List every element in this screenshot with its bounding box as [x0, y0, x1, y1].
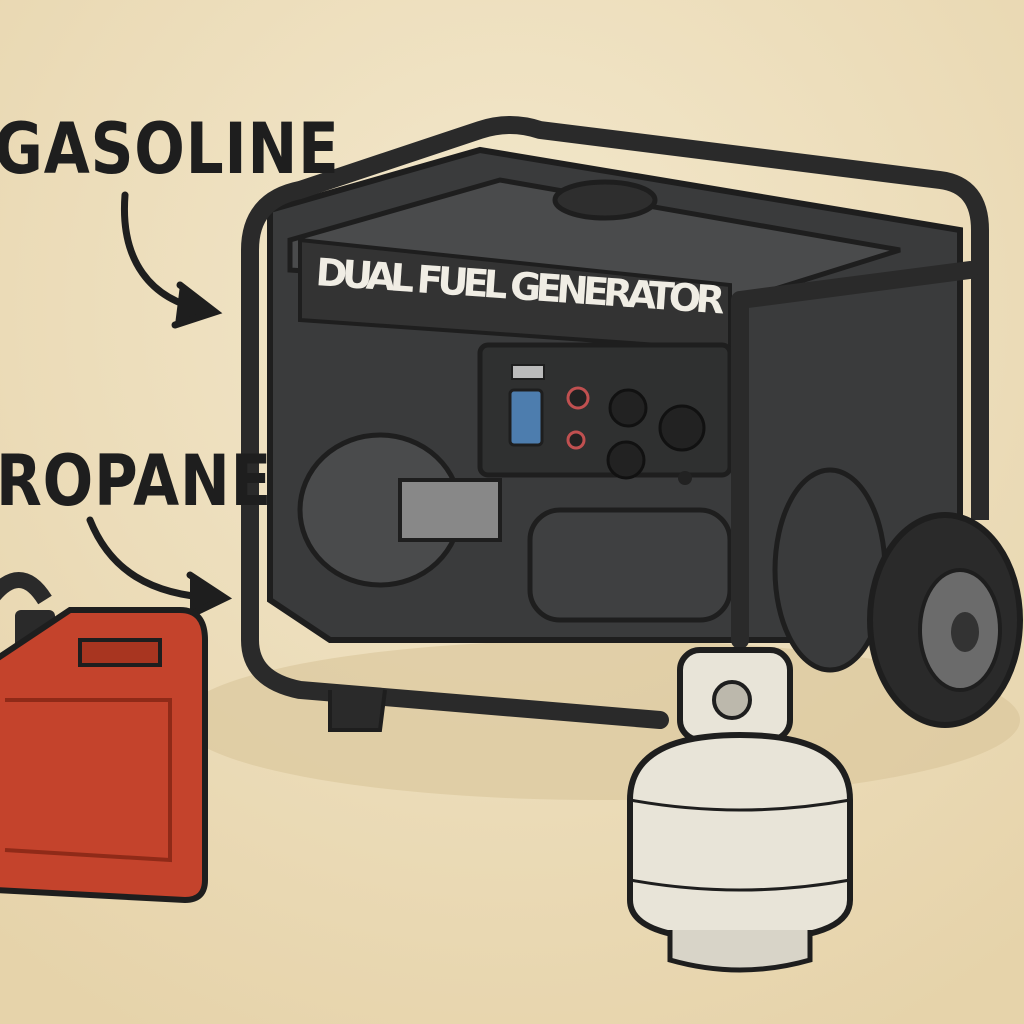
- gasoline-label: GASOLINE: [0, 108, 340, 190]
- arrow-to-generator-icon: [86, 516, 233, 619]
- gas-can: [0, 572, 208, 904]
- switch-icon: [508, 388, 544, 447]
- foot: [328, 689, 387, 732]
- frame: [241, 116, 989, 640]
- alternator: [527, 507, 733, 623]
- button-icon: [566, 386, 590, 410]
- propane-label: ROPANE: [0, 440, 273, 522]
- generator: DUAL FUEL GENERATOR: [241, 116, 1023, 732]
- fuel-cap: [552, 179, 658, 221]
- outlet-icon: [608, 388, 648, 428]
- valve-icon: [712, 680, 752, 720]
- arrow-to-generator-icon: [120, 191, 223, 329]
- propane-tank: [627, 647, 853, 973]
